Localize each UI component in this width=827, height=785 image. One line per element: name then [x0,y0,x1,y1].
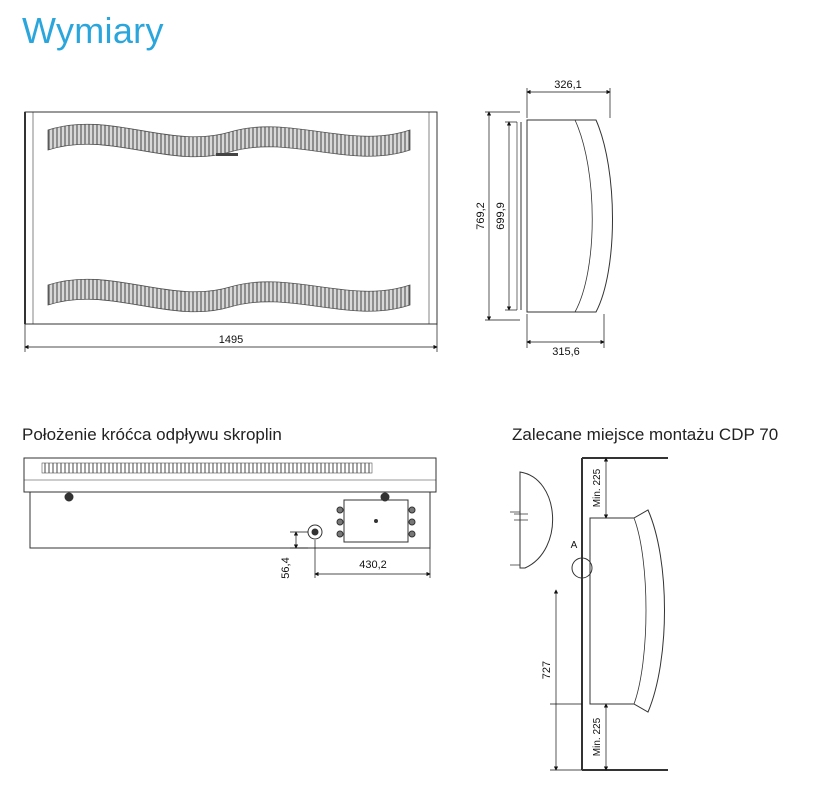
front-view [24,111,438,325]
detail-a-view [519,471,554,569]
mount-dimensions [550,457,609,771]
drain-view-grille [41,462,373,474]
height-inner-label: 699,9 [495,202,507,230]
drain-dimensions [290,531,431,578]
bottom-clearance-label: Min. 225 [592,717,603,756]
detail-circle-a [571,557,593,579]
mounted-unit [589,509,665,713]
drain-height-label: 56,4 [280,557,292,578]
page-title: Wymiary [22,10,164,51]
side-view-body [526,119,613,313]
detail-label: A [571,540,578,551]
bottom-depth-label: 315,6 [552,346,580,358]
drain-view-screw-right [380,492,390,502]
top-depth-label: 326,1 [554,79,582,91]
drain-view-body [29,491,431,549]
drain-view [23,457,437,549]
height-outer-label: 769,2 [475,202,487,230]
mount-view [510,457,668,771]
drain-offset-label: 430,2 [359,559,387,571]
drain-view-caption: Położenie króćca odpływu skroplin [22,425,282,444]
width-label: 1495 [219,334,243,346]
brand-badge [216,153,238,156]
top-grille-slots [48,124,410,157]
top-clearance-label: Min. 225 [592,468,603,507]
bottom-grille-slots [48,279,410,312]
side-dimensions [485,88,611,348]
drain-view-service-panel [343,499,409,543]
drain-view-screw-left [64,492,74,502]
mount-view-caption: Zalecane miejsce montażu CDP 70 [512,425,779,444]
mount-height-label: 727 [541,661,553,679]
width-dimension [24,324,438,352]
side-view [516,119,613,313]
side-view-front-curve [574,119,593,313]
